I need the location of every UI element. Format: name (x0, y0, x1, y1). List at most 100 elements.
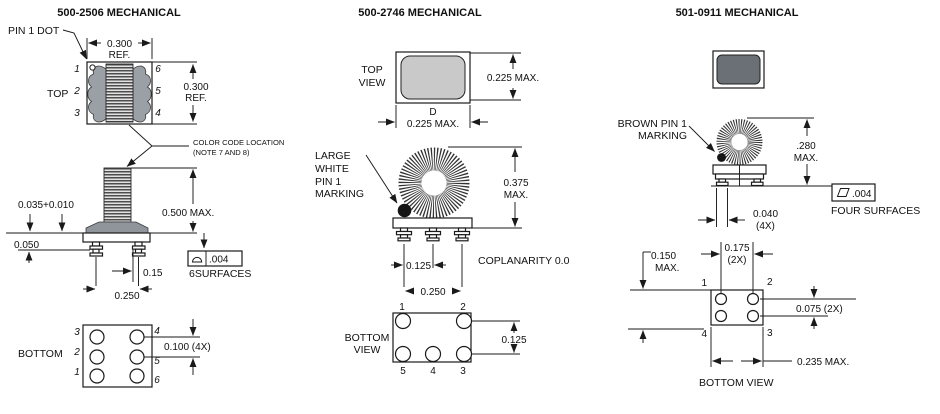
dim-label: 0.235 MAX. (797, 357, 849, 368)
marking-callout: LARGE WHITE PIN 1 MARKING (315, 150, 398, 204)
dimension-pin-pitch: 0.250 (83, 257, 152, 302)
component-body (400, 55, 466, 100)
top-view-501-0911 (712, 50, 765, 89)
base-plate (82, 232, 151, 243)
pin-number: 4 (701, 329, 707, 340)
winding-outline (105, 63, 134, 123)
dimension-pad-pitch: 0.100 (4X) (144, 319, 211, 375)
pin1-dot-callout: PIN 1 DOT (8, 25, 87, 60)
dim-label: 0.075 (2X) (796, 304, 843, 315)
pin-number: 1 (74, 64, 80, 75)
dimension-height-right: 0.300 REF. (183, 64, 209, 122)
dimension-width-top: 0.300 REF. (86, 38, 153, 61)
pin-pad (89, 349, 105, 365)
core-half-left (87, 65, 107, 123)
marking-label: PIN 1 (315, 176, 341, 188)
pin-pad (746, 292, 760, 306)
view-label: BOTTOM (345, 332, 390, 344)
pin-pad (129, 368, 145, 384)
top-label: TOP (47, 88, 68, 100)
dim-label: 0.125 (406, 261, 431, 272)
panel-500-2506: 500-2506 MECHANICAL PIN 1 DOT TOP 1 2 3 … (6, 7, 284, 388)
top-view-500-2746: TOP VIEW 0.225 MAX. D 0.225 MAX. (359, 51, 539, 130)
marking-label: MARKING (315, 188, 364, 200)
pin-number: 2 (767, 277, 773, 288)
pin-1-dot (89, 64, 96, 71)
dimension-col-pitch: 0.175 (2X) (701, 242, 773, 293)
leader-line (62, 29, 87, 60)
bottom-view-label: BOTTOM VIEW (699, 377, 774, 389)
dim-label: 0.250 (420, 287, 445, 298)
pin-number: 2 (460, 302, 466, 313)
view-label: TOP (361, 64, 382, 76)
dimension-width: 0.235 MAX. (710, 327, 849, 368)
dimension-height-right: 0.225 MAX. (470, 52, 539, 101)
pin-pad (89, 368, 105, 384)
leader-arrow (688, 125, 715, 152)
marking-label: MARKING (638, 130, 687, 142)
dim-label: 0.500 MAX. (162, 208, 214, 219)
dimension-pin-width: 0.040 (4X) (698, 188, 778, 232)
dim-label: 0.225 MAX. (487, 73, 539, 84)
coplanarity-note: COPLANARITY 0.0 (478, 255, 570, 267)
dim-label: 0.125 (501, 335, 526, 346)
dimension-height: 0.375 MAX. (448, 146, 529, 229)
gdt-note: FOUR SURFACES (831, 205, 920, 217)
pin-number: 4 (154, 326, 160, 337)
pin1-dot-label: PIN 1 DOT (8, 25, 60, 37)
dim-label: 0.375 (503, 178, 528, 189)
callout-text: (NOTE 7 AND 8) (193, 148, 250, 157)
bottom-view-500-2746: 1 2 5 4 3 BOTTOM VIEW 0.125 (345, 302, 527, 377)
dim-label: 0.15 (143, 268, 163, 279)
dim-label: (2X) (728, 255, 747, 266)
profile-of-surface-icon (191, 256, 203, 263)
dim-label: 0.300 (107, 39, 132, 50)
dim-label: 0.175 (724, 243, 749, 254)
pin-pad (424, 345, 442, 363)
flatness-icon (836, 188, 850, 197)
dim-label: REF. (185, 93, 207, 104)
gdt-value: .004 (852, 189, 872, 200)
pin-pad (394, 312, 412, 330)
pin-number: 1 (399, 302, 405, 313)
pin-number: 4 (430, 366, 436, 377)
dim-label: 0.225 MAX. (407, 119, 459, 130)
pin-1-marking-dot (717, 153, 726, 162)
pin-right (131, 241, 146, 257)
pin-number: 3 (767, 328, 773, 339)
dim-label: D (429, 107, 436, 118)
color-code-callout: COLOR CODE LOCATION (NOTE 7 AND 8) (126, 124, 284, 167)
pin-1-marking-dot (397, 203, 412, 218)
dimension-width-bottom: D 0.225 MAX. (378, 105, 488, 130)
pin-number: 1 (74, 367, 80, 378)
dimension-edge: 0.150 MAX. (628, 251, 711, 343)
pin-number: 3 (460, 366, 466, 377)
dim-label: REF. (109, 50, 131, 61)
dim-label: 0.040 (753, 209, 778, 220)
leader-line (128, 124, 189, 147)
bottom-view-500-2506: BOTTOM 3 2 1 4 5 6 0.100 (4X) (18, 319, 211, 388)
dim-label: 0.035+0.010 (18, 200, 74, 211)
gdt-frame-501-0911: .004 FOUR SURFACES (831, 183, 920, 217)
toroid-winding (398, 147, 470, 219)
dimension-row-pitch: 0.075 (2X) (760, 286, 856, 329)
pin-pad (394, 345, 412, 363)
dim-label: 0.150 (651, 251, 676, 262)
dimension-height: 0.500 MAX. (131, 167, 214, 232)
pin-number: 5 (400, 366, 406, 377)
marking-label: BROWN PIN 1 (618, 118, 688, 130)
core-base (85, 221, 149, 234)
side-view-500-2506 (6, 167, 197, 257)
pin-pad (714, 292, 728, 306)
pin-number: 6 (154, 375, 160, 386)
dimension-lead: 0.035+0.010 (18, 200, 74, 232)
toroid-winding (716, 119, 763, 165)
marking-label: WHITE (315, 163, 349, 175)
pin-pad (129, 329, 145, 345)
component-body (716, 54, 761, 85)
marking-label: LARGE (315, 150, 351, 162)
core-half-right (132, 65, 152, 123)
gdt-value: .004 (209, 255, 229, 266)
dim-label: 0.100 (4X) (164, 342, 211, 353)
dim-label: .280 (796, 141, 816, 152)
